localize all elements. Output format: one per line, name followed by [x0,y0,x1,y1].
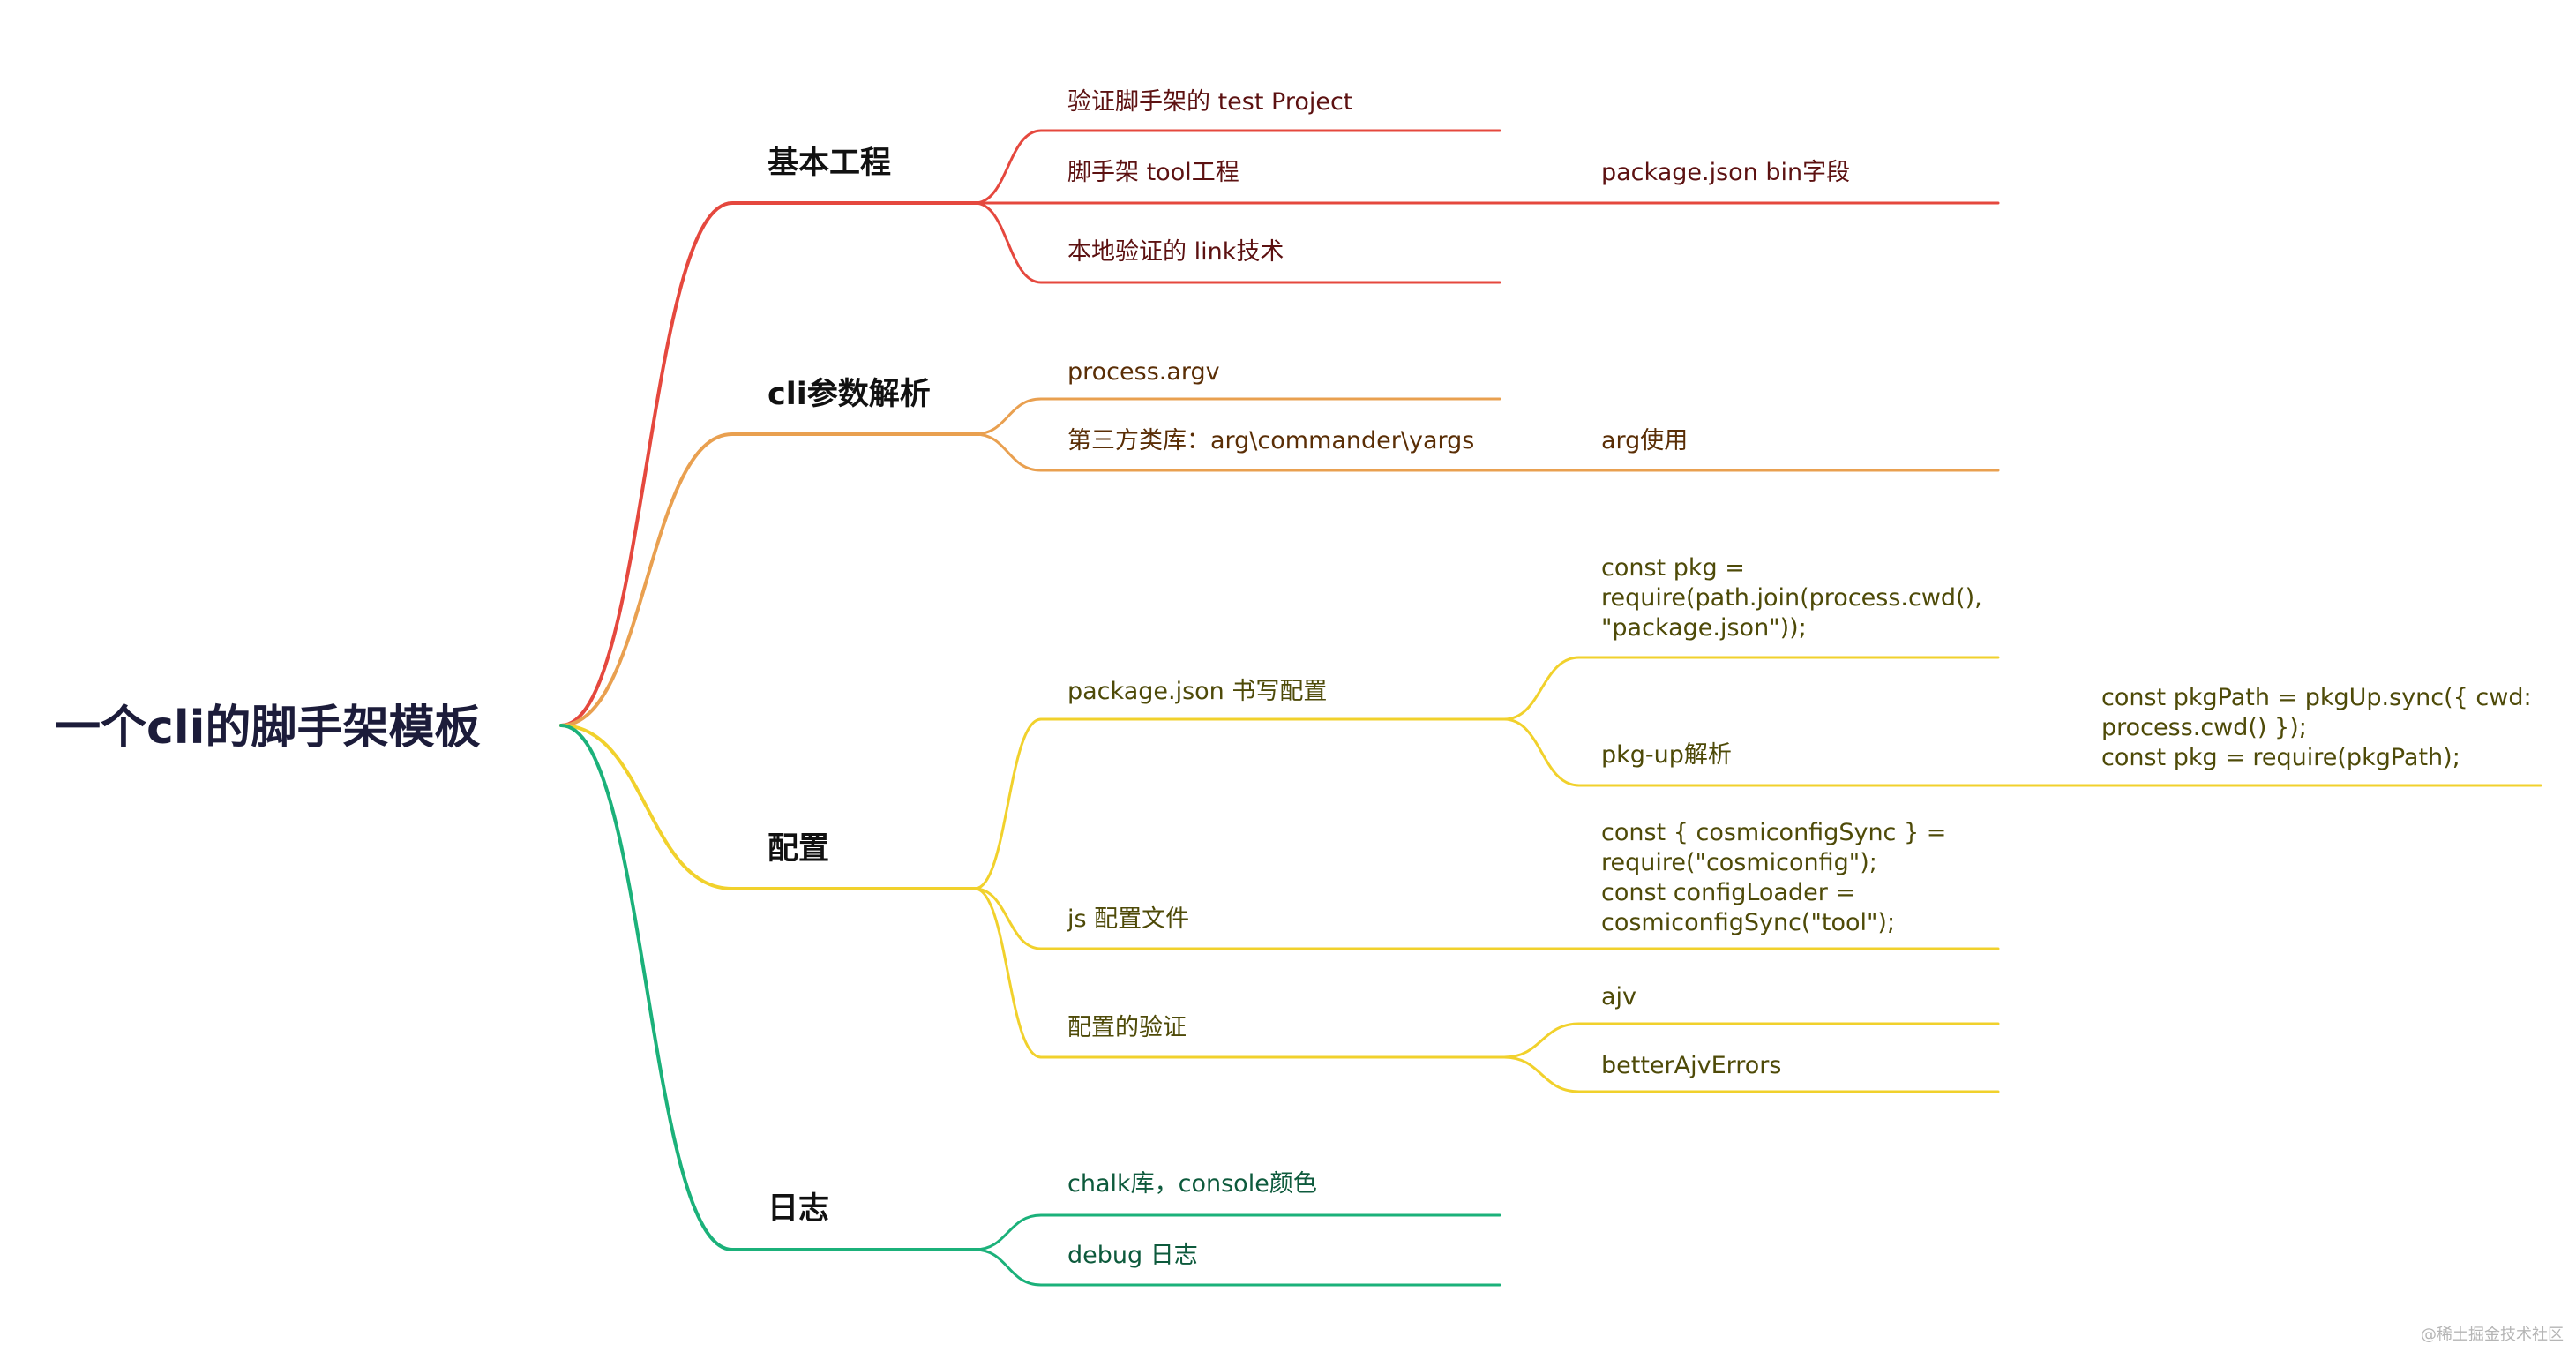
topic-package-json-config: package.json 书写配置 [1067,678,1327,705]
topic-test-project: 验证脚手架的 test Project [1067,88,1352,116]
edge-root-cli [559,432,981,727]
branch-topic-config: 配置 [768,831,829,867]
branch-topic-basic-project: 基本工程 [768,146,891,181]
edge-root-config [559,724,981,890]
topic-pkg-up-code: const pkgPath = pkgUp.sync({ cwd: proces… [2101,684,2539,771]
topic-debug-log: debug 日志 [1067,1242,1198,1269]
topic-package-bin-field: package.json bin字段 [1601,159,1850,186]
edge-root-logging [559,724,981,1251]
edge-root-basic [559,201,981,727]
edge-const-pkg [1502,656,2000,721]
edge-ajv [1502,1022,2000,1059]
edge-pkg-up [1502,717,2542,787]
edge-link-technique [973,201,1501,284]
edge-js-config [973,887,2000,950]
topic-chalk: chalk库，console颜色 [1067,1170,1317,1198]
edge-test-project [973,129,1501,205]
topic-pkg-up: pkg-up解析 [1601,741,1732,769]
edge-third-party [973,432,2000,472]
topic-arg-usage: arg使用 [1601,427,1688,454]
edge-process-argv [973,397,1501,436]
topic-const-pkg-code: const pkg = require(path.join(process.cw… [1601,554,1989,642]
topic-better-ajv-errors: betterAjvErrors [1601,1052,1781,1079]
mindmap-edges [559,129,2542,1287]
topic-ajv: ajv [1601,983,1636,1010]
branch-topic-logging: 日志 [768,1191,829,1227]
topic-link-technique: 本地验证的 link技术 [1067,238,1284,266]
topic-third-party-libs: 第三方类库：arg\commander\yargs [1067,427,1474,454]
watermark: @稀土掘金技术社区 [2421,1326,2564,1344]
edge-chalk [973,1213,1501,1251]
root-topic: 一个cli的脚手架模板 [55,702,480,755]
edge-package-json-config [973,717,1510,890]
topic-cosmiconfig-code: const { cosmiconfigSync } = require("cos… [1601,819,1954,936]
edge-better-ajv [1502,1055,2000,1093]
topic-js-config-file: js 配置文件 [1067,905,1189,933]
edge-config-validation [973,887,1510,1059]
topic-config-validation: 配置的验证 [1067,1014,1187,1041]
branch-topic-cli-args: cli参数解析 [768,377,931,412]
topic-process-argv: process.argv [1067,358,1220,386]
topic-tool-project: 脚手架 tool工程 [1067,159,1239,186]
mindmap-labels: 一个cli的脚手架模板 基本工程 验证脚手架的 test Project 脚手架… [55,88,2539,1269]
edge-debug [973,1248,1501,1287]
